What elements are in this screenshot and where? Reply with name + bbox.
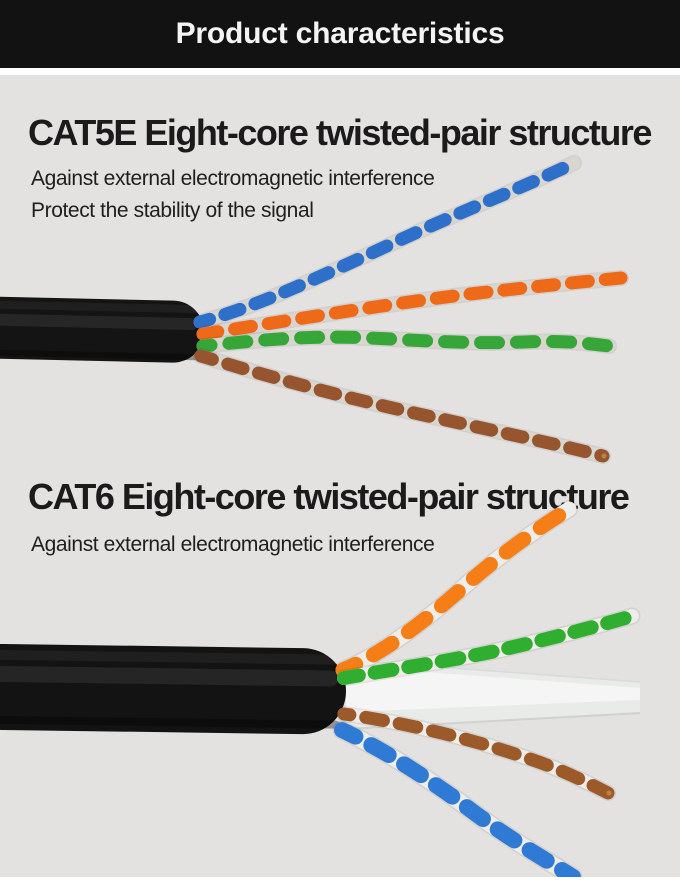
banner: Product characteristics [0, 0, 680, 68]
cat6-pair-blue [342, 730, 573, 877]
cat6-spline [345, 659, 641, 730]
cat5e-pair-green [203, 337, 609, 346]
cat5e-photo [0, 163, 621, 459]
cat5e-subtitle-2: Protect the stability of the signal [31, 199, 314, 222]
cat5e-section-title: CAT5E Eight-core twisted-pair structure [28, 112, 652, 153]
cat6-cable-jacket [0, 643, 346, 735]
cat6-subtitle-1: Against external electromagnetic interfe… [31, 533, 435, 556]
cat6-pair-brown [344, 714, 612, 796]
banner-title: Product characteristics [175, 17, 505, 50]
copper-wire-tip [606, 790, 612, 796]
cat5e-subtitle-1: Against external electromagnetic interfe… [31, 167, 435, 190]
copper-wire-tip [601, 453, 607, 459]
content-area: CAT5E Eight-core twisted-pair structure … [0, 75, 680, 877]
cat5e-cable-jacket [0, 296, 204, 363]
cat6-photo [0, 509, 640, 877]
cat5e-pair-brown [201, 356, 607, 459]
cable-photos [0, 75, 680, 877]
cat6-section-title: CAT6 Eight-core twisted-pair structure [28, 476, 630, 517]
